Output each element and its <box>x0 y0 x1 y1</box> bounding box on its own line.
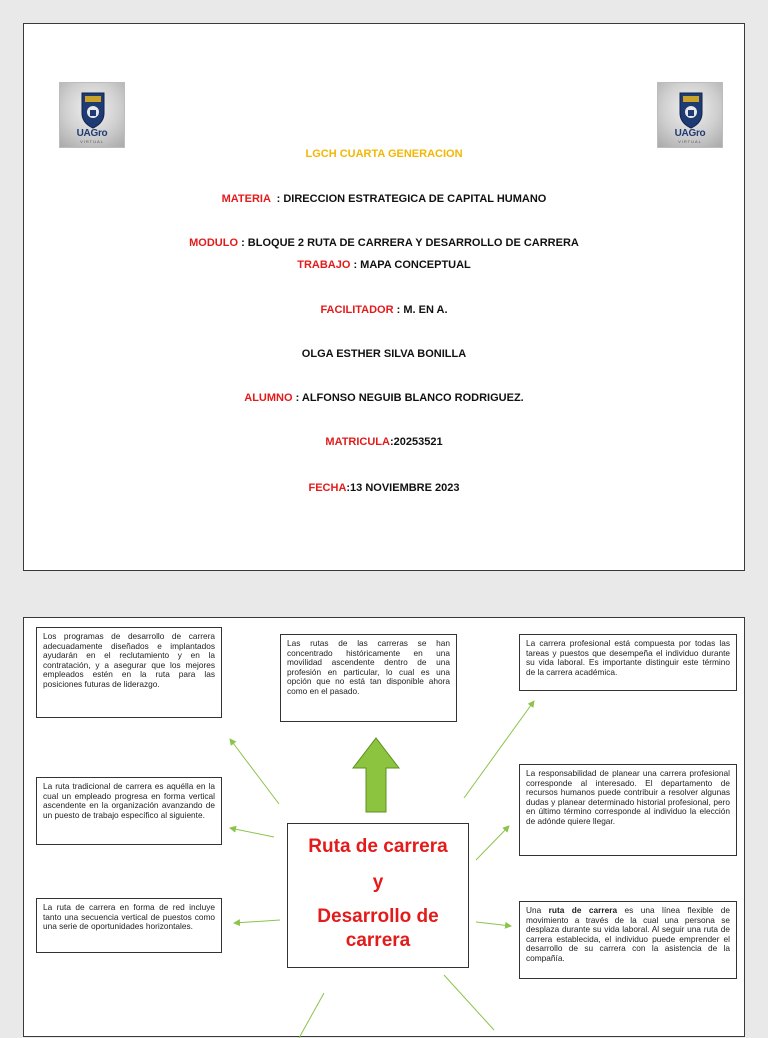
logo-sub: VIRTUAL <box>80 139 104 144</box>
central-line-1: Ruta de carrera <box>308 836 448 857</box>
note-bottom-right-post: es una línea flexible de movimiento a tr… <box>526 905 730 963</box>
arrow-down-left <box>298 992 325 1038</box>
note-mid-right: La responsabilidad de planear una carrer… <box>519 764 737 856</box>
matricula-line: MATRICULA:20253521 <box>24 436 744 448</box>
arrow-to-mid-right <box>475 825 510 861</box>
materia-label: MATERIA <box>221 193 271 205</box>
fecha-value: :13 NOVIEMBRE 2023 <box>346 482 460 494</box>
arrow-to-top-left <box>229 738 280 805</box>
note-bottom-right-bold: ruta de carrera <box>548 905 618 915</box>
modulo-label: MODULO <box>189 237 239 249</box>
logo-word: UAGro <box>76 128 108 139</box>
alumno-value: : ALFONSO NEGUIB BLANCO RODRIGUEZ. <box>292 392 524 404</box>
central-line-3: Desarrollo de <box>317 906 439 927</box>
central-concept: Ruta de carrera y Desarrollo de carrera <box>287 823 469 968</box>
central-line-4: carrera <box>345 930 411 951</box>
note-top-right: La carrera profesional está compuesta po… <box>519 634 737 691</box>
alumno-label: ALUMNO <box>244 392 293 404</box>
materia-line: MATERIA : DIRECCION ESTRATEGICA DE CAPIT… <box>24 193 744 205</box>
alumno-line: ALUMNO : ALFONSO NEGUIB BLANCO RODRIGUEZ… <box>24 392 744 404</box>
trabajo-value: : MAPA CONCEPTUAL <box>350 259 471 271</box>
shield-icon <box>81 92 105 129</box>
trabajo-label: TRABAJO <box>297 259 351 271</box>
program-title: LGCH CUARTA GENERACION <box>305 148 463 160</box>
shield-icon <box>679 92 703 129</box>
central-line-2: y <box>372 872 384 893</box>
arrow-to-mid-left <box>229 825 275 838</box>
note-bottom-left: La ruta de carrera en forma de red inclu… <box>36 898 222 953</box>
modulo-value: : BLOQUE 2 RUTA DE CARRERA Y DESARROLLO … <box>238 237 579 249</box>
note-top-left: Los programas de desarrollo de carrera a… <box>36 627 222 718</box>
fecha-label: FECHA <box>308 482 347 494</box>
facilitador-line: FACILITADOR : M. EN A. <box>24 304 744 316</box>
arrow-down-right <box>443 974 495 1031</box>
note-top-center: Las rutas de las carreras se han concent… <box>280 634 457 722</box>
concept-map-page: Los programas de desarrollo de carrera a… <box>23 617 745 1038</box>
uagro-logo-right: UAGro VIRTUAL <box>657 82 723 148</box>
facilitador-label: FACILITADOR <box>320 304 394 316</box>
logo-word: UAGro <box>674 128 706 139</box>
uagro-logo-left: UAGro VIRTUAL <box>59 82 125 148</box>
note-bottom-right: Una ruta de carrera es una línea flexibl… <box>519 901 737 979</box>
fecha-line: FECHA:13 NOVIEMBRE 2023 <box>24 482 744 494</box>
materia-value: : DIRECCION ESTRATEGICA DE CAPITAL HUMAN… <box>270 193 547 205</box>
facilitador-value: : M. EN A. <box>393 304 448 316</box>
arrow-to-bottom-right <box>475 921 512 929</box>
up-arrow-icon <box>351 737 401 813</box>
arrow-to-bottom-left <box>233 919 281 927</box>
trabajo-line: TRABAJO : MAPA CONCEPTUAL <box>24 259 744 271</box>
cover-page: UAGro VIRTUAL UAGro VIRTUAL LGCH CUARTA … <box>23 23 745 571</box>
arrow-to-top-right <box>463 700 535 799</box>
connector-arrows <box>229 700 535 1038</box>
modulo-line: MODULO : BLOQUE 2 RUTA DE CARRERA Y DESA… <box>24 237 744 249</box>
logo-sub: VIRTUAL <box>678 139 702 144</box>
facilitador-name: OLGA ESTHER SILVA BONILLA <box>301 348 467 360</box>
matricula-label: MATRICULA <box>325 436 390 448</box>
note-bottom-right-pre: Una <box>526 905 549 915</box>
note-mid-left: La ruta tradicional de carrera es aquéll… <box>36 777 222 845</box>
matricula-value: :20253521 <box>389 436 443 448</box>
